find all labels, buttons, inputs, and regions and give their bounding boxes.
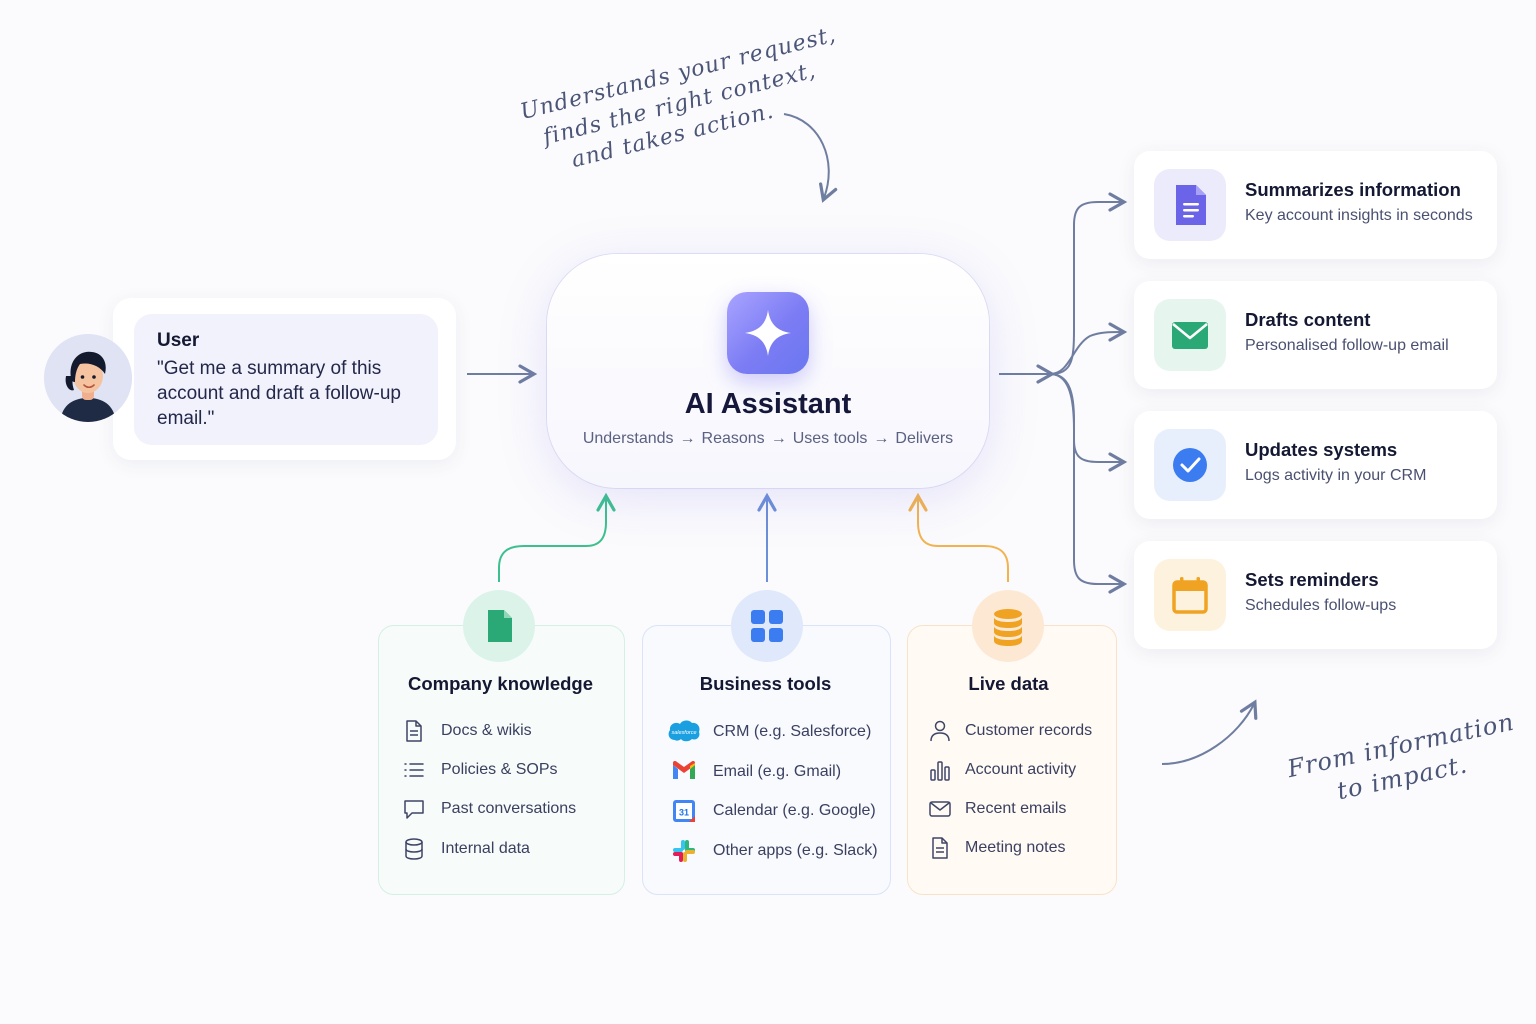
database-icon [402,837,426,861]
impact-arrow [1161,699,1258,765]
source-item: Past conversations [441,800,577,817]
flow-arrow: → [873,430,890,447]
source-card-live-data [907,625,1117,895]
slack-icon [672,839,696,863]
source-card-company-knowledge [378,625,625,895]
source-item: Other apps (e.g. Slack) [713,842,878,859]
source-item: Calendar (e.g. Google) [713,802,876,819]
flow-step: Uses tools [792,430,868,447]
flow-arrow: → [770,430,787,447]
database-stack-icon [972,590,1044,662]
output-subtitle: Key account insights in seconds [1245,207,1473,224]
source-item: Customer records [965,722,1093,739]
source-item: CRM (e.g. Salesforce) [713,723,872,740]
output-card-updates: Updates systems Logs activity in your CR… [1134,411,1497,519]
source-item: Email (e.g. Gmail) [713,763,842,780]
source-item: Internal data [441,840,530,857]
mail-icon [1154,299,1226,371]
company-knowledge-arrow [498,492,616,582]
gmail-icon [671,760,697,781]
google-calendar-icon: 31 [672,799,696,823]
source-card-business-tools [642,625,891,895]
assistant-title: AI Assistant [684,388,852,420]
source-item: Policies & SOPs [441,761,558,778]
chat-icon [402,797,426,821]
source-title: Business tools [699,673,832,694]
output-card-summarize: Summarizes information Key account insig… [1134,151,1497,259]
output-card-reminders: Sets reminders Schedules follow-ups [1134,541,1497,649]
list-icon [402,758,426,782]
user-quote: "Get me a summary of this account and dr… [157,358,401,429]
output-subtitle: Personalised follow-up email [1245,337,1449,354]
output-subtitle: Schedules follow-ups [1245,597,1397,614]
output-title: Sets reminders [1245,569,1379,590]
avatar [44,334,132,422]
person-illustration-icon [44,334,132,422]
calendar-icon [1154,559,1226,631]
output-title: Summarizes information [1245,179,1461,200]
source-title: Live data [968,673,1049,694]
output-subtitle: Logs activity in your CRM [1245,467,1427,484]
source-title: Company knowledge [407,673,594,694]
envelope-icon [928,797,952,821]
flow-step: Delivers [895,430,954,447]
flow-step: Understands [582,430,674,447]
note-arrow [783,113,838,203]
source-item: Account activity [965,761,1077,778]
live-data-arrow [908,492,1009,582]
salesforce-badge: salesforce [671,730,696,736]
output-title: Updates systems [1245,439,1398,460]
person-icon [928,719,952,743]
notes-icon [928,836,952,860]
calendar-badge: 31 [679,808,689,818]
flow-step: Reasons [701,430,765,447]
document-icon [1154,169,1226,241]
top-annotation: Understands your request, finds the righ… [500,0,854,187]
user-message-bubble [134,314,438,445]
output-card-drafts: Drafts content Personalised follow-up em… [1134,281,1497,389]
output-title: Drafts content [1245,309,1371,330]
check-circle-icon [1154,429,1226,501]
file-icon [463,590,535,662]
bar-chart-icon [928,758,952,782]
assistant-flow: Understands → Reasons → Uses tools → Delivers [547,430,989,448]
bottom-annotation: From information to impact. [1282,694,1524,817]
grid-icon [731,590,803,662]
sparkle-icon [727,292,809,374]
flow-arrow: → [679,430,696,447]
user-title: User [157,330,200,351]
source-item: Docs & wikis [441,722,532,739]
source-item: Meeting notes [965,839,1066,856]
source-item: Recent emails [965,800,1067,817]
salesforce-icon: salesforce [666,718,702,744]
doc-icon [402,719,426,743]
